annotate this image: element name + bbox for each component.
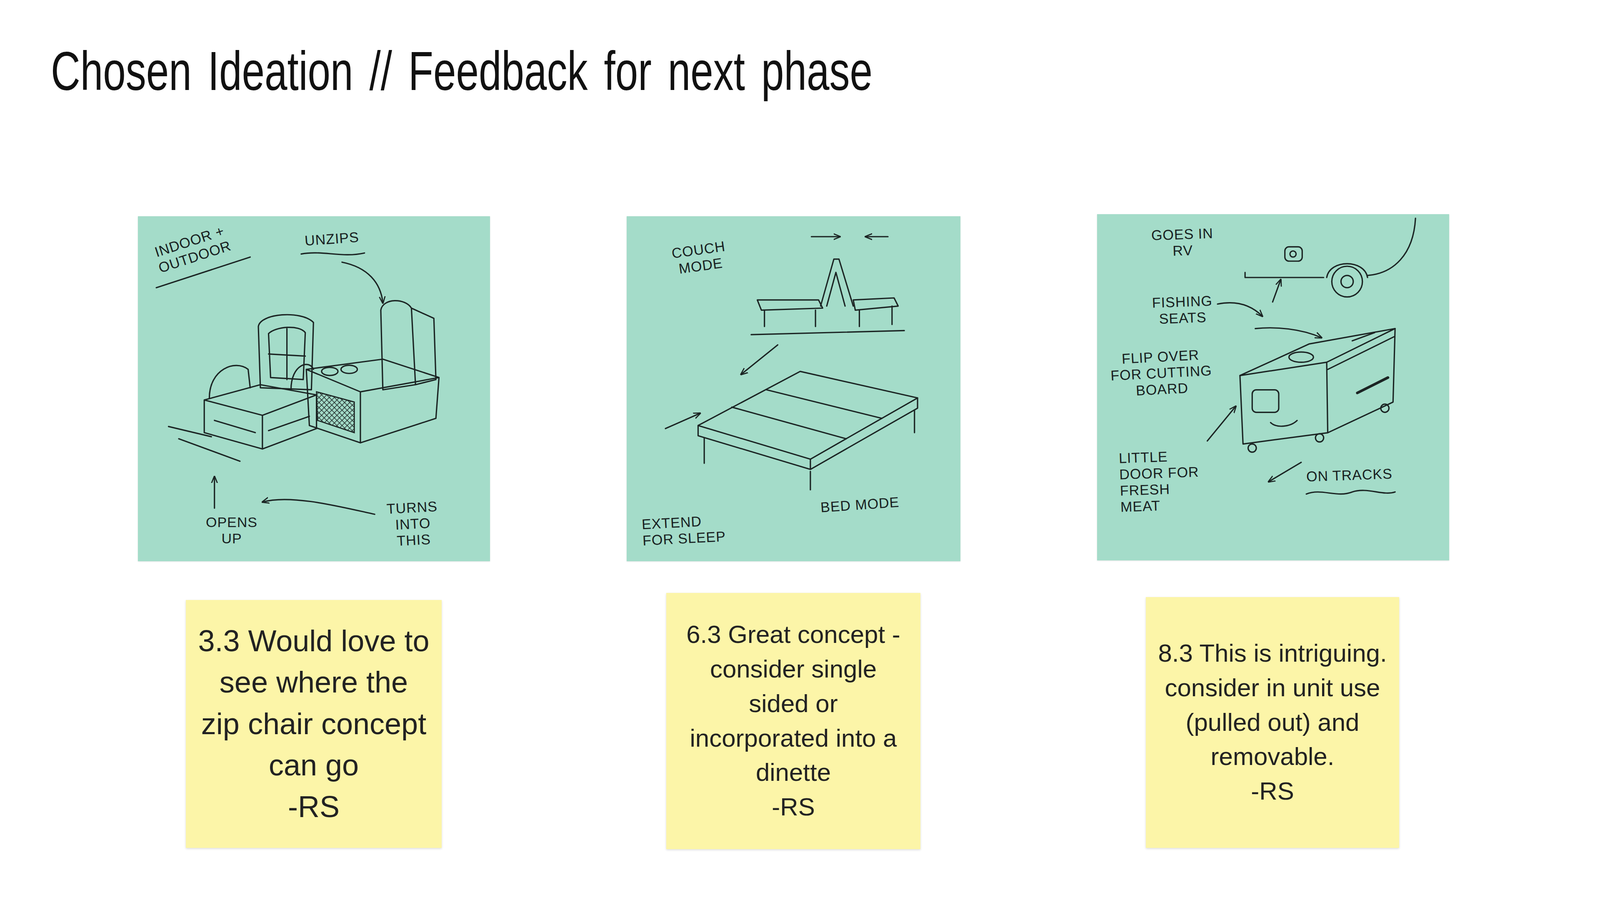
leader-arrow: [1268, 462, 1301, 483]
handwritten-label: UNZIPS: [304, 228, 360, 249]
handwritten-label: ON TRACKS: [1305, 465, 1393, 485]
feedback-sticky-note: 8.3 This is intriguing. consider in unit…: [1145, 597, 1400, 848]
feedback-text: 3.3 Would love to see where the zip chai…: [197, 620, 430, 786]
leader-arrow: [262, 499, 375, 515]
label-anchor: LITTLE DOOR FOR FRESH MEAT: [1118, 447, 1204, 516]
slide-title: Chosen Ideation // Feedback for next pha…: [50, 43, 873, 99]
sketch-sticky-note: INDOOR + OUTDOOR UNZIPS OPENS UP TURNS INTO…: [137, 216, 490, 562]
reviewer-initials: -RS: [677, 790, 909, 825]
chair-back-panel: [268, 327, 306, 380]
cup-holder: [321, 367, 338, 376]
underline: [301, 252, 365, 255]
meat-door: [1252, 390, 1279, 413]
label-anchor: INDOOR + OUTDOOR: [151, 222, 233, 277]
transition-arrow: [740, 345, 778, 375]
sketch-sticky-note: COUCH MODE BED MODE EXTEND FOR SLEEP: [626, 216, 961, 562]
underline: [1306, 490, 1395, 495]
cooler-lid-line: [1327, 336, 1395, 370]
handwritten-label: OPENS UP: [200, 514, 263, 547]
cooler-body: [1240, 328, 1395, 445]
handwritten-label: TURNS INTO THIS: [380, 497, 446, 550]
chair-seat: [204, 384, 317, 449]
cooler-stripe: [1357, 377, 1388, 393]
title-anchor: Chosen Ideation // Feedback for next pha…: [50, 43, 1158, 99]
label-anchor: EXTEND FOR SLEEP: [641, 512, 727, 550]
feedback-text: 8.3 This is intriguing. consider in unit…: [1157, 636, 1388, 775]
label-anchor: FLIP OVER FOR CUTTING BOARD: [1107, 346, 1215, 401]
feedback-sticky-note: 3.3 Would love to see where the zip chai…: [185, 600, 442, 848]
reviewer-initials: -RS: [1157, 774, 1388, 809]
label-anchor: TURNS INTO THIS: [380, 497, 446, 550]
rv-body: [1245, 218, 1416, 278]
leader-arrow: [213, 476, 215, 509]
sketch-sticky-note: GOES IN RV FISHING SEATS FLIP OVER FOR CUT…: [1097, 214, 1450, 561]
chair-arms: [209, 364, 314, 398]
handwritten-label: EXTEND FOR SLEEP: [641, 512, 727, 550]
handwritten-label: BED MODE: [820, 493, 900, 516]
track-wheel: [1380, 404, 1390, 413]
label-anchor: COUCH MODE: [670, 237, 729, 278]
bed-legs: [704, 410, 915, 490]
handwritten-label: COUCH MODE: [670, 237, 729, 278]
extend-arrow: [665, 413, 700, 429]
chair-panel-lines: [214, 416, 310, 433]
leader-arrow: [1207, 406, 1237, 441]
feedback-text: 6.3 Great concept - consider single side…: [677, 617, 909, 790]
track-wheel: [1247, 444, 1257, 453]
unit-base: [306, 359, 439, 443]
couch-legs: [764, 306, 893, 327]
bed-seams: [731, 389, 882, 439]
label-anchor: GOES IN RV: [1142, 225, 1223, 261]
label-anchor: UNZIPS: [304, 228, 360, 249]
cooler-handle: [1270, 420, 1298, 427]
bed-side: [697, 397, 918, 470]
leader-arrow: [342, 262, 383, 303]
leader-arrow: [1255, 327, 1322, 338]
floor-line: [751, 330, 905, 335]
handwritten-label: GOES IN RV: [1142, 225, 1223, 261]
label-anchor: ON TRACKS: [1305, 465, 1393, 485]
reviewer-initials: -RS: [197, 786, 430, 828]
feedback-sticky-note: 6.3 Great concept - consider single side…: [666, 592, 921, 850]
couch-bed-sketch: [626, 216, 961, 562]
chair-back: [258, 314, 314, 390]
handwritten-label: FLIP OVER FOR CUTTING BOARD: [1107, 346, 1215, 401]
unit-back: [380, 300, 436, 390]
leader-arrow: [1272, 279, 1281, 303]
motion-arrow: [811, 235, 840, 238]
track-wheel: [1315, 433, 1324, 443]
rv-hub: [1340, 275, 1353, 288]
label-anchor: BED MODE: [820, 493, 900, 516]
label-anchor: FISHING SEATS: [1142, 292, 1223, 328]
lid-handle: [1352, 332, 1375, 341]
couch-back: [820, 259, 853, 307]
rv-wheel: [1331, 266, 1363, 298]
label-anchor: OPENS UP: [200, 514, 263, 547]
handwritten-label: INDOOR + OUTDOOR: [151, 222, 233, 277]
rv-compartment: [1285, 246, 1303, 261]
leader-arrow: [1217, 302, 1263, 317]
rv-light: [1290, 250, 1297, 258]
handwritten-label: LITTLE DOOR FOR FRESH MEAT: [1118, 447, 1204, 516]
motion-arrow: [865, 235, 888, 238]
cup-holder: [340, 365, 358, 374]
mesh-pocket: [316, 391, 355, 433]
couch-seat: [757, 300, 823, 310]
seat-hole: [1288, 352, 1314, 363]
handwritten-label: FISHING SEATS: [1142, 292, 1223, 328]
cooler-top: [1240, 328, 1395, 376]
